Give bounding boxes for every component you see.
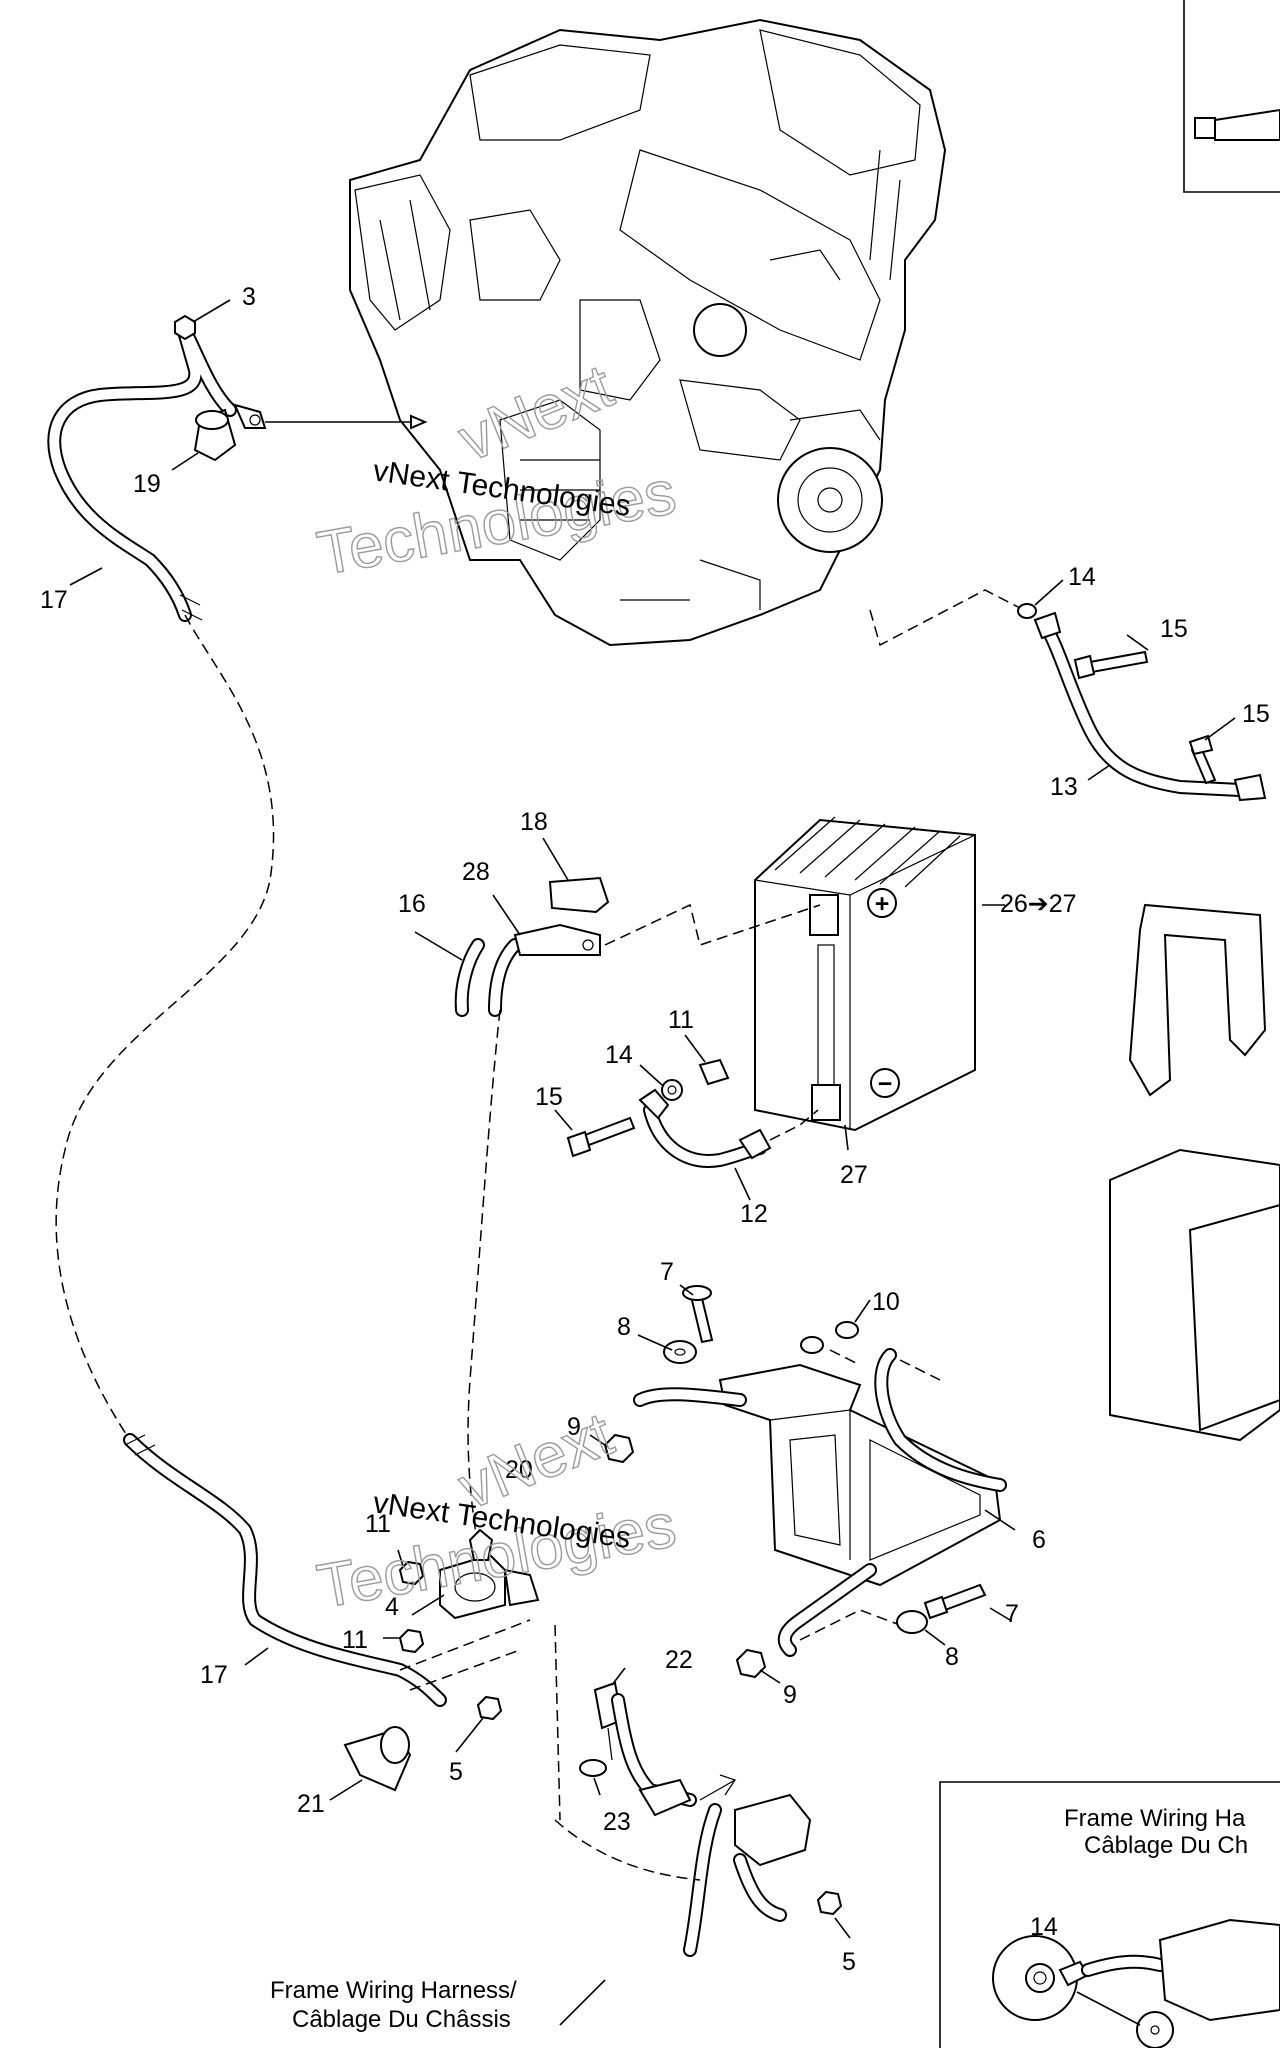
callout-18: 18 xyxy=(520,808,548,836)
detail-inset-frame xyxy=(939,1781,1280,2049)
callout-11-battery: 11 xyxy=(668,1006,694,1034)
callout-labels: 3 19 17 14 15 15 13 18 28 16 26➔27 11 14… xyxy=(40,283,1270,1976)
washer-8a xyxy=(663,1340,697,1364)
callout-11-solenoid-bottom: 11 xyxy=(342,1626,368,1654)
battery-positive-mark: + xyxy=(875,890,890,918)
frame-harness-connector xyxy=(554,1774,812,1957)
callout-10: 10 xyxy=(872,1288,900,1316)
callout-21: 21 xyxy=(297,1790,325,1818)
hold-down-strap xyxy=(1128,903,1267,1097)
bolt-15a xyxy=(1073,650,1149,680)
watermark-upper: vNext Technologies vNext Technologies xyxy=(312,351,682,590)
callout-15-right: 15 xyxy=(1242,700,1270,728)
nut-5a xyxy=(476,1695,503,1721)
engine-assembly xyxy=(349,18,947,647)
callout-11-solenoid-top: 11 xyxy=(365,1510,391,1538)
frame-harness-label-line1: Frame Wiring Harness/ xyxy=(270,1977,517,2004)
nut-11c xyxy=(398,1628,425,1654)
boot-18 xyxy=(548,876,610,914)
leader-lines xyxy=(69,299,1236,2026)
frame-harness-label-line2: Câblage Du Châssis xyxy=(292,2006,511,2033)
nut-9b xyxy=(735,1648,767,1679)
nut-5b xyxy=(816,1890,843,1916)
callout-23: 23 xyxy=(603,1808,631,1836)
bolt-7a xyxy=(682,1285,714,1344)
washers-10 xyxy=(800,1321,859,1354)
callout-15-battery: 15 xyxy=(535,1083,563,1111)
cable-13 xyxy=(869,589,1267,802)
callout-5-left: 5 xyxy=(449,1758,463,1786)
callout-22: 22 xyxy=(665,1646,693,1674)
callout-9-lower: 9 xyxy=(783,1681,797,1709)
bolt-15c xyxy=(566,1116,636,1158)
callout-14-upper: 14 xyxy=(1068,563,1096,591)
callout-6: 6 xyxy=(1032,1526,1046,1554)
callout-12: 12 xyxy=(740,1200,768,1228)
callout-27: 27 xyxy=(840,1161,868,1189)
cable-17 xyxy=(47,323,447,1707)
battery-tray-6 xyxy=(633,1348,1007,1657)
washer-23 xyxy=(579,1759,607,1777)
cable-12 xyxy=(638,1088,819,1168)
callout-7-upper: 7 xyxy=(660,1258,674,1286)
callout-19: 19 xyxy=(133,470,161,498)
inset-harness-label-line1: Frame Wiring Ha xyxy=(1064,1805,1246,1832)
nut-11b xyxy=(398,1560,425,1586)
inset-harness-label-line2: Câblage Du Ch xyxy=(1084,1832,1248,1859)
callout-3: 3 xyxy=(242,283,256,311)
washer-8b xyxy=(896,1610,928,1634)
callout-20: 20 xyxy=(505,1456,533,1484)
callout-14-battery: 14 xyxy=(605,1041,633,1069)
callout-15-upper: 15 xyxy=(1160,615,1188,643)
callout-4: 4 xyxy=(385,1593,399,1621)
boot-19 xyxy=(193,408,237,462)
cable-28 xyxy=(467,903,821,1561)
callout-8-lower: 8 xyxy=(945,1643,959,1671)
dashed-links-solenoid xyxy=(399,1619,561,1821)
boot-21 xyxy=(343,1726,412,1792)
bolt-15b xyxy=(1188,734,1217,785)
callout-5-right: 5 xyxy=(842,1948,856,1976)
callout-28: 28 xyxy=(462,858,490,886)
bolt-7b xyxy=(923,1583,987,1620)
callout-17-upper: 17 xyxy=(40,586,68,614)
callout-13: 13 xyxy=(1050,773,1078,801)
lock-washer-14b xyxy=(661,1079,683,1101)
nut-11a xyxy=(698,1058,730,1086)
battery-cover xyxy=(1109,1148,1280,1442)
callout-17-lower: 17 xyxy=(200,1661,228,1689)
callout-16: 16 xyxy=(398,890,426,918)
nut-3 xyxy=(174,314,196,341)
callout-14-inset: 14 xyxy=(1030,1913,1058,1941)
sealant-tube-inset xyxy=(1183,0,1280,193)
callout-7-lower: 7 xyxy=(1005,1600,1019,1628)
battery-26: + − xyxy=(754,816,976,1132)
battery-negative-mark: − xyxy=(878,1070,893,1098)
tube-16 xyxy=(454,938,485,1017)
callout-26-27: 26➔27 xyxy=(1000,890,1077,918)
nut-9a xyxy=(603,1433,635,1464)
callout-9-upper: 9 xyxy=(567,1413,581,1441)
solenoid-4 xyxy=(439,1528,540,1620)
callout-8-upper: 8 xyxy=(617,1313,631,1341)
ring-terminal-17 xyxy=(233,403,428,430)
